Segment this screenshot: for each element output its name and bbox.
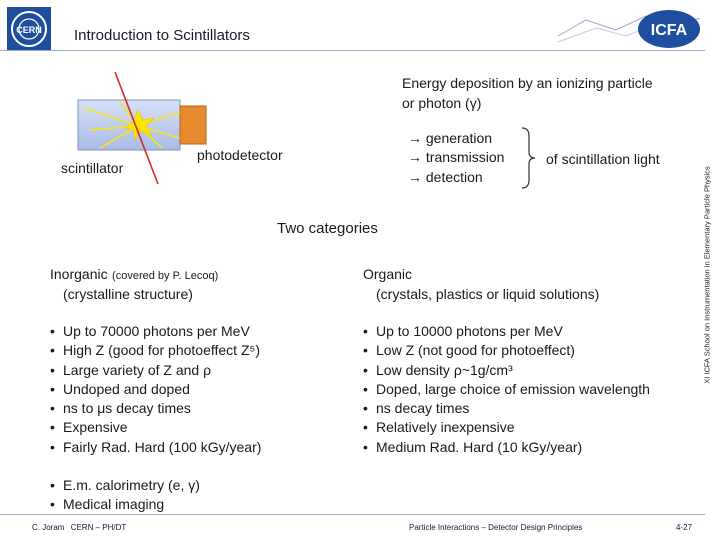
inorganic-subtitle: (crystalline structure): [63, 286, 193, 302]
footer-author-row: C. Joram CERN – PH/DT: [32, 523, 126, 532]
step-generation: → generation: [408, 130, 493, 146]
list-item: Large variety of Z and ρ: [50, 361, 261, 380]
inorganic-title: Inorganic: [50, 266, 108, 282]
page-number: 4-27: [676, 523, 693, 532]
list-item: Low density ρ~1g/cm³: [363, 361, 650, 380]
cern-logo: CERN: [7, 7, 51, 51]
energy-deposition-caption: Energy deposition by an ionizing particl…: [402, 73, 653, 113]
list-item: Medical imaging: [50, 495, 200, 514]
cern-logo-text: CERN: [16, 25, 42, 35]
step-detection: → detection: [408, 168, 483, 185]
caption-line-1: Energy deposition by an ionizing particl…: [402, 75, 653, 91]
list-item: Low Z (not good for photoeffect): [363, 341, 650, 360]
footer-affiliation: CERN – PH/DT: [70, 523, 127, 532]
inorganic-note: (covered by P. Lecoq): [112, 270, 219, 282]
icfa-logo-text: ICFA: [651, 22, 688, 39]
icfa-logo: ICFA: [557, 10, 701, 48]
scintillator-label: scintillator: [61, 160, 124, 176]
list-item: Doped, large choice of emission waveleng…: [363, 380, 650, 399]
page-title: Introduction to Scintillators: [74, 27, 250, 44]
photodetector-label: photodetector: [197, 147, 283, 163]
steps-suffix: of scintillation light: [546, 151, 660, 167]
scintillation-flash: [123, 109, 155, 141]
footer-author: C. Joram: [32, 523, 65, 532]
list-item: E.m. calorimetry (e, γ): [50, 476, 200, 495]
inorganic-list: Up to 70000 photons per MeV High Z (good…: [50, 322, 261, 457]
list-item: High Z (good for photoeffect Z⁵): [50, 341, 261, 360]
list-item: Expensive: [50, 418, 261, 437]
scintillator-diagram: [77, 71, 207, 185]
organic-title: Organic: [363, 266, 413, 282]
list-item: ns to μs decay times: [50, 399, 261, 418]
brace-icon: [521, 127, 536, 189]
caption-line-2: or photon (γ): [402, 95, 482, 111]
list-item: Undoped and doped: [50, 380, 261, 399]
list-item: Fairly Rad. Hard (100 kGy/year): [50, 438, 261, 457]
organic-subtitle: (crystals, plastics or liquid solutions): [376, 286, 600, 302]
particle-track: [114, 71, 159, 185]
process-steps: → generation → transmission → detection: [408, 129, 504, 187]
footer-divider: [0, 514, 705, 515]
header-divider: [0, 50, 705, 51]
categories-heading: Two categories: [277, 220, 378, 237]
organic-list: Up to 10000 photons per MeV Low Z (not g…: [363, 322, 650, 457]
list-item: Up to 70000 photons per MeV: [50, 322, 261, 341]
list-item: ns decay times: [363, 399, 650, 418]
applications-list: E.m. calorimetry (e, γ) Medical imaging: [50, 476, 200, 515]
sidebar-caption: XI ICFA School on Instrumentation in Ele…: [700, 20, 714, 530]
footer-course: Particle Interactions – Detector Design …: [409, 523, 583, 532]
inorganic-title-row: Inorganic (covered by P. Lecoq): [50, 266, 218, 284]
step-transmission: → transmission: [408, 149, 505, 166]
list-item: Relatively inexpensive: [363, 418, 650, 437]
photodetector-block: [179, 105, 207, 145]
sidebar-caption-text: XI ICFA School on Instrumentation in Ele…: [702, 166, 712, 384]
list-item: Medium Rad. Hard (10 kGy/year): [363, 438, 650, 457]
list-item: Up to 10000 photons per MeV: [363, 322, 650, 341]
